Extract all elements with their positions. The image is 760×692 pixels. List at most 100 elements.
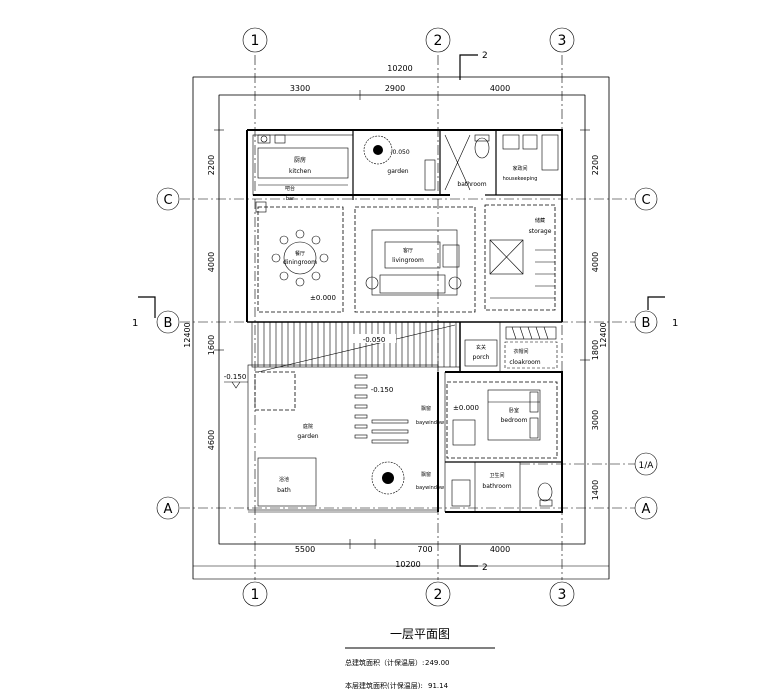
- total-area-label: 总建筑面积（计保温层）:: [345, 658, 424, 667]
- axis-bubble-a-left: A: [156, 496, 180, 520]
- section-mark-1-right: [647, 296, 665, 310]
- cloak-en-label: cloakroom: [509, 359, 540, 366]
- kitchen-en-label: kitchen: [289, 168, 311, 175]
- axis-bubble-2-bottom: 2: [425, 581, 451, 607]
- storage-cn-label: 储藏: [535, 217, 545, 224]
- elevator-icon: [489, 239, 524, 275]
- svg-text:1/A: 1/A: [639, 461, 655, 471]
- sofa-set-icon: [365, 229, 462, 296]
- drawing-title: 一层平面图: [390, 627, 450, 641]
- svg-text:1: 1: [251, 33, 260, 49]
- cloak-cn-label: 衣帽间: [513, 348, 528, 355]
- dining-cn-label: 餐厅: [295, 250, 305, 257]
- dim-bottom-seg2: 700: [417, 545, 432, 554]
- corridor-hatch: [251, 321, 461, 373]
- axis-bubble-3-top: 3: [549, 27, 575, 53]
- svg-text:3: 3: [558, 33, 567, 49]
- bedroom-zone: [446, 381, 558, 459]
- dim-bottom-total: 10200: [395, 560, 420, 569]
- living-zone: [354, 206, 476, 313]
- dim-right-seg3: 1800: [591, 340, 600, 360]
- dim-bottom-seg3: 4000: [490, 545, 510, 554]
- bedroom-level: ±0.000: [453, 404, 479, 412]
- inner-garden-bench: [424, 159, 436, 191]
- axis-bubble-c-right: C: [634, 187, 658, 211]
- dim-top-seg2: 2900: [385, 84, 405, 93]
- axis-bubble-3-bottom: 3: [549, 581, 575, 607]
- dining-level: ±0.000: [310, 294, 336, 302]
- inner-garden-plant-icon: [363, 135, 393, 165]
- axis-bubble-b-left: B: [156, 310, 180, 334]
- porch-zone: [464, 339, 498, 367]
- bar-cn-label: 吧台: [285, 185, 295, 192]
- baywin2-cn-label: 飘窗: [421, 471, 431, 478]
- svg-text:2: 2: [434, 33, 443, 49]
- svg-text:C: C: [641, 193, 650, 208]
- svg-text:A: A: [164, 502, 173, 517]
- section-label-2-top: 2: [482, 51, 488, 61]
- pool-cn-label: 浴池: [279, 476, 289, 483]
- inner-garden-label: garden: [387, 168, 408, 175]
- dim-top-seg3: 4000: [490, 84, 510, 93]
- baywin2-en-label: baywindow: [416, 485, 444, 491]
- axis-bubble-1-top: 1: [242, 27, 268, 53]
- axis-bubble-1-bottom: 1: [242, 581, 268, 607]
- section-mark-1-left: [138, 296, 156, 318]
- axis-bubble-a-right: A: [634, 496, 658, 520]
- pool-en-label: bath: [277, 487, 291, 494]
- garden-cn-label: 庭院: [303, 423, 313, 430]
- cloak-rack-icon: [504, 326, 558, 369]
- bed-icon: [487, 389, 541, 441]
- dim-bottom-seg1: 5500: [295, 545, 315, 554]
- stepping-stones: [354, 374, 409, 444]
- dim-right-seg5: 1400: [591, 480, 600, 500]
- small-bathroom-fixtures: [451, 479, 553, 507]
- section-label-1-right: 1: [672, 318, 678, 329]
- inner-garden-level: -0.050: [390, 149, 410, 156]
- dim-left-seg3: 1600: [207, 335, 216, 355]
- svg-text:B: B: [164, 316, 173, 331]
- bathroom-top-label: bathroom: [457, 181, 486, 188]
- section-mark-2-top: [459, 54, 478, 80]
- section-label-1-left: 1: [132, 318, 138, 329]
- svg-text:B: B: [642, 316, 651, 331]
- bedroom-desk: [452, 419, 476, 446]
- bath-small-en-label: bathroom: [482, 483, 511, 490]
- garden-en-label: garden: [297, 433, 318, 440]
- dim-left-seg4: 4600: [207, 430, 216, 450]
- dim-right-total: 12400: [599, 322, 608, 347]
- bath-small-cn-label: 卫生间: [489, 472, 504, 479]
- housekeeping-en-label: housekeeping: [503, 176, 538, 182]
- axis-bubble-1a-right: 1/A: [634, 452, 658, 476]
- axis-bubble-c-left: C: [156, 187, 180, 211]
- dining-zone: [257, 206, 344, 313]
- garden-level: -0.150: [371, 386, 394, 394]
- storage-zone: [484, 204, 556, 311]
- garden-tree-icon: [371, 461, 405, 495]
- porch-cn-label: 玄关: [476, 344, 486, 351]
- section-mark-2-bottom: [459, 545, 478, 567]
- bedroom-cn-label: 卧室: [509, 407, 519, 414]
- svg-text:1: 1: [251, 587, 260, 603]
- living-en-label: livingroom: [392, 257, 424, 264]
- dining-en-label: diningroom: [283, 259, 317, 266]
- dim-left-seg1: 2200: [207, 155, 216, 175]
- svg-text:3: 3: [558, 587, 567, 603]
- svg-text:A: A: [642, 502, 651, 517]
- outside-level-marker: [224, 381, 248, 389]
- corridor-level: -0.050: [363, 336, 386, 344]
- floor-area-value: 91.14: [428, 682, 449, 690]
- svg-text:C: C: [163, 193, 172, 208]
- porch-en-label: porch: [473, 354, 490, 361]
- housekeeping-fixtures: [502, 134, 559, 171]
- dim-left-total: 12400: [183, 322, 192, 347]
- axis-bubble-b-right: B: [634, 310, 658, 334]
- floor-area-label: 本层建筑面积(计保温层):: [345, 681, 423, 690]
- bedroom-en-label: bedroom: [501, 417, 528, 424]
- total-area-value: 249.00: [425, 659, 450, 667]
- living-cn-label: 客厅: [403, 247, 413, 254]
- svg-text:2: 2: [434, 587, 443, 603]
- dim-top-total: 10200: [387, 64, 412, 73]
- stair-steps: [490, 249, 555, 299]
- dim-right-seg1: 2200: [591, 155, 600, 175]
